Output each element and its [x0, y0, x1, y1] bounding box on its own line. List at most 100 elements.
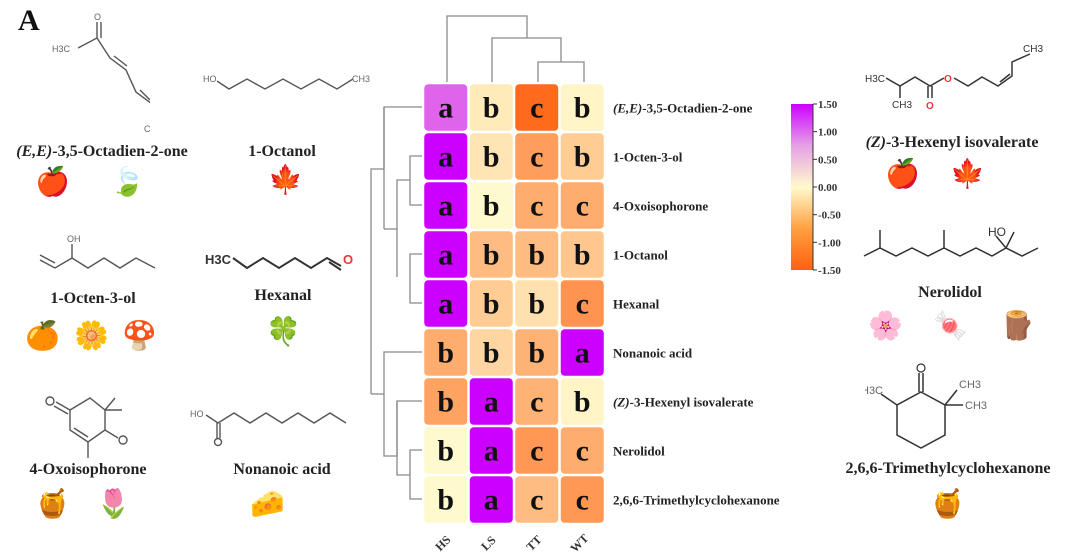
oxygen-atom-label: O	[343, 252, 353, 267]
heatmap-cell-1-octen-3-ol-ls	[469, 133, 513, 180]
heatmap-cell-1-octen-3-ol-hs	[424, 133, 468, 180]
significance-letter: b	[483, 288, 500, 321]
hydroxyl-atom-label: OH	[67, 234, 81, 244]
compound-name-nerolidol: Nerolidol	[918, 284, 982, 301]
significance-letter: c	[576, 190, 589, 223]
heatmap-cell-2-6-6-trimethylcyclohexanone-ls	[469, 476, 513, 523]
colorbar-tick-label: -1.00	[818, 237, 841, 249]
significance-letter: c	[530, 141, 543, 174]
heatmap-cell-hexanal-tt	[515, 280, 559, 327]
octadienone-structure: O H3C CH3	[52, 12, 150, 134]
significance-letter: b	[528, 239, 545, 272]
colorbar-gradient	[791, 104, 813, 270]
h3c-atom-label: H3C	[865, 74, 885, 85]
heatmap-cell-z-3-hexenyl-isovalerate-tt	[515, 378, 559, 425]
oxygen-atom-label: O	[94, 12, 101, 22]
significance-letter: a	[484, 386, 499, 419]
hexenyl-isovalerate-structure: H3C CH3 O O CH3	[865, 44, 1043, 112]
heatmap-cell-nonanoic-acid-tt	[515, 329, 559, 376]
honey-jar-icon: 🍯	[930, 487, 965, 520]
colorbar-tick-label: 1.00	[818, 127, 838, 139]
heatmap-cell-nonanoic-acid-wt	[560, 329, 604, 376]
significance-letter: b	[483, 141, 500, 174]
heatmap-cell-nerolidol-tt	[515, 427, 559, 474]
panel-label: A	[18, 4, 40, 37]
significance-letter: a	[438, 288, 453, 321]
compound-name-octenol: 1-Octen-3-ol	[50, 290, 136, 307]
significance-letter: c	[530, 190, 543, 223]
significance-letter: b	[483, 190, 500, 223]
heatmap-cell-nerolidol-wt	[560, 427, 604, 474]
significance-letter: a	[575, 337, 590, 370]
significance-letter: b	[574, 92, 591, 125]
colorbar-tick-label: -0.50	[818, 210, 841, 222]
flower-icon: 🌼	[74, 319, 109, 352]
h3c-atom-label: H3C	[52, 44, 71, 54]
significance-letter: a	[484, 435, 499, 468]
heatmap-cell-hexanal-wt	[560, 280, 604, 327]
significance-letter: c	[576, 288, 589, 321]
significance-letter: c	[530, 92, 543, 125]
significance-letter: b	[483, 92, 500, 125]
cherry-blossom-icon: 🌸	[868, 309, 903, 342]
colorbar-tick-label: 0.00	[818, 182, 838, 194]
compound-name-oxoisophorone: 4-Oxoisophorone	[29, 461, 147, 478]
ch3-atom-label: CH3	[959, 379, 981, 391]
row-label-4-oxoisophorone: 4-Oxoisophorone	[613, 199, 708, 214]
significance-letter: b	[483, 337, 500, 370]
heatmap-cell-e-e-3-5-octadien-2-one-tt	[515, 84, 559, 131]
heatmap-cell-1-octanol-ls	[469, 231, 513, 278]
ho-atom-label: HO	[988, 225, 1006, 239]
significance-letter: b	[574, 239, 591, 272]
colorbar-tick-label: -1.50	[818, 265, 841, 277]
significance-letter: a	[438, 92, 453, 125]
heatmap-cell-1-octanol-wt	[560, 231, 604, 278]
column-label-hs: HS	[432, 532, 453, 553]
column-dendrogram	[446, 15, 585, 82]
ch3-atom-label: CH3	[892, 100, 912, 111]
significance-letter: b	[437, 337, 454, 370]
compound-name-nonanoic: Nonanoic acid	[233, 461, 331, 478]
row-label-z-3-hexenyl-isovalerate: (Z)-3-Hexenyl isovalerate	[613, 395, 754, 410]
significance-letter: c	[530, 386, 543, 419]
row-label-e-e-3-5-octadien-2-one: (E,E)-3,5-Octadien-2-one	[613, 101, 753, 116]
compound-name-tmch: 2,6,6-Trimethylcyclohexanone	[845, 460, 1051, 477]
colorbar: 1.501.000.500.00-0.50-1.00-1.50	[791, 99, 841, 277]
ch3-atom-label: CH3	[352, 74, 370, 84]
cheese-icon: 🧀	[250, 487, 285, 520]
column-label-ls: LS	[478, 533, 499, 554]
maple-leaf-icon: 🍁	[268, 163, 303, 196]
significance-letter: a	[438, 239, 453, 272]
heatmap-cell-1-octanol-tt	[515, 231, 559, 278]
heatmap-cell-hexanal-ls	[469, 280, 513, 327]
ho-atom-label: HO	[203, 74, 217, 84]
row-label-hexanal: Hexanal	[613, 297, 660, 312]
significance-letter: c	[530, 435, 543, 468]
heatmap-cell-4-oxoisophorone-ls	[469, 182, 513, 229]
ester-oxygen-label: O	[944, 74, 952, 85]
ho-atom-label: HO	[190, 409, 204, 419]
orange-icon: 🍊	[25, 319, 60, 352]
oxoisophorone-structure	[45, 396, 128, 458]
heatmap-cell-2-6-6-trimethylcyclohexanone-hs	[424, 476, 468, 523]
candy-icon: 🍬	[933, 309, 968, 342]
ch3-atom-label: CH3	[1023, 44, 1043, 55]
heatmap-cell-z-3-hexenyl-isovalerate-ls	[469, 378, 513, 425]
heatmap-cell-z-3-hexenyl-isovalerate-wt	[560, 378, 604, 425]
significance-letter: b	[437, 435, 454, 468]
heatmap-cell-1-octen-3-ol-tt	[515, 133, 559, 180]
apple-icon: 🍎	[885, 157, 920, 190]
heatmap-cell-2-6-6-trimethylcyclohexanone-tt	[515, 476, 559, 523]
rose-icon: 🌷	[96, 487, 131, 520]
heatmap-cell-1-octanol-hs	[424, 231, 468, 278]
row-label-1-octanol: 1-Octanol	[613, 248, 668, 263]
significance-letter: a	[484, 484, 499, 517]
heatmap-cell-4-oxoisophorone-wt	[560, 182, 604, 229]
tmch-structure: H3C CH3 CH3	[865, 363, 987, 449]
colorbar-tick-label: 0.50	[818, 154, 838, 166]
heatmap-cell-4-oxoisophorone-tt	[515, 182, 559, 229]
heatmap-cell-nonanoic-acid-hs	[424, 329, 468, 376]
compound-name-hexenyl-isovalerate: (Z)-3-Hexenyl isovalerate	[865, 134, 1039, 151]
column-label-wt: WT	[567, 531, 591, 555]
wood-logs-icon: 🪵	[1000, 309, 1035, 342]
